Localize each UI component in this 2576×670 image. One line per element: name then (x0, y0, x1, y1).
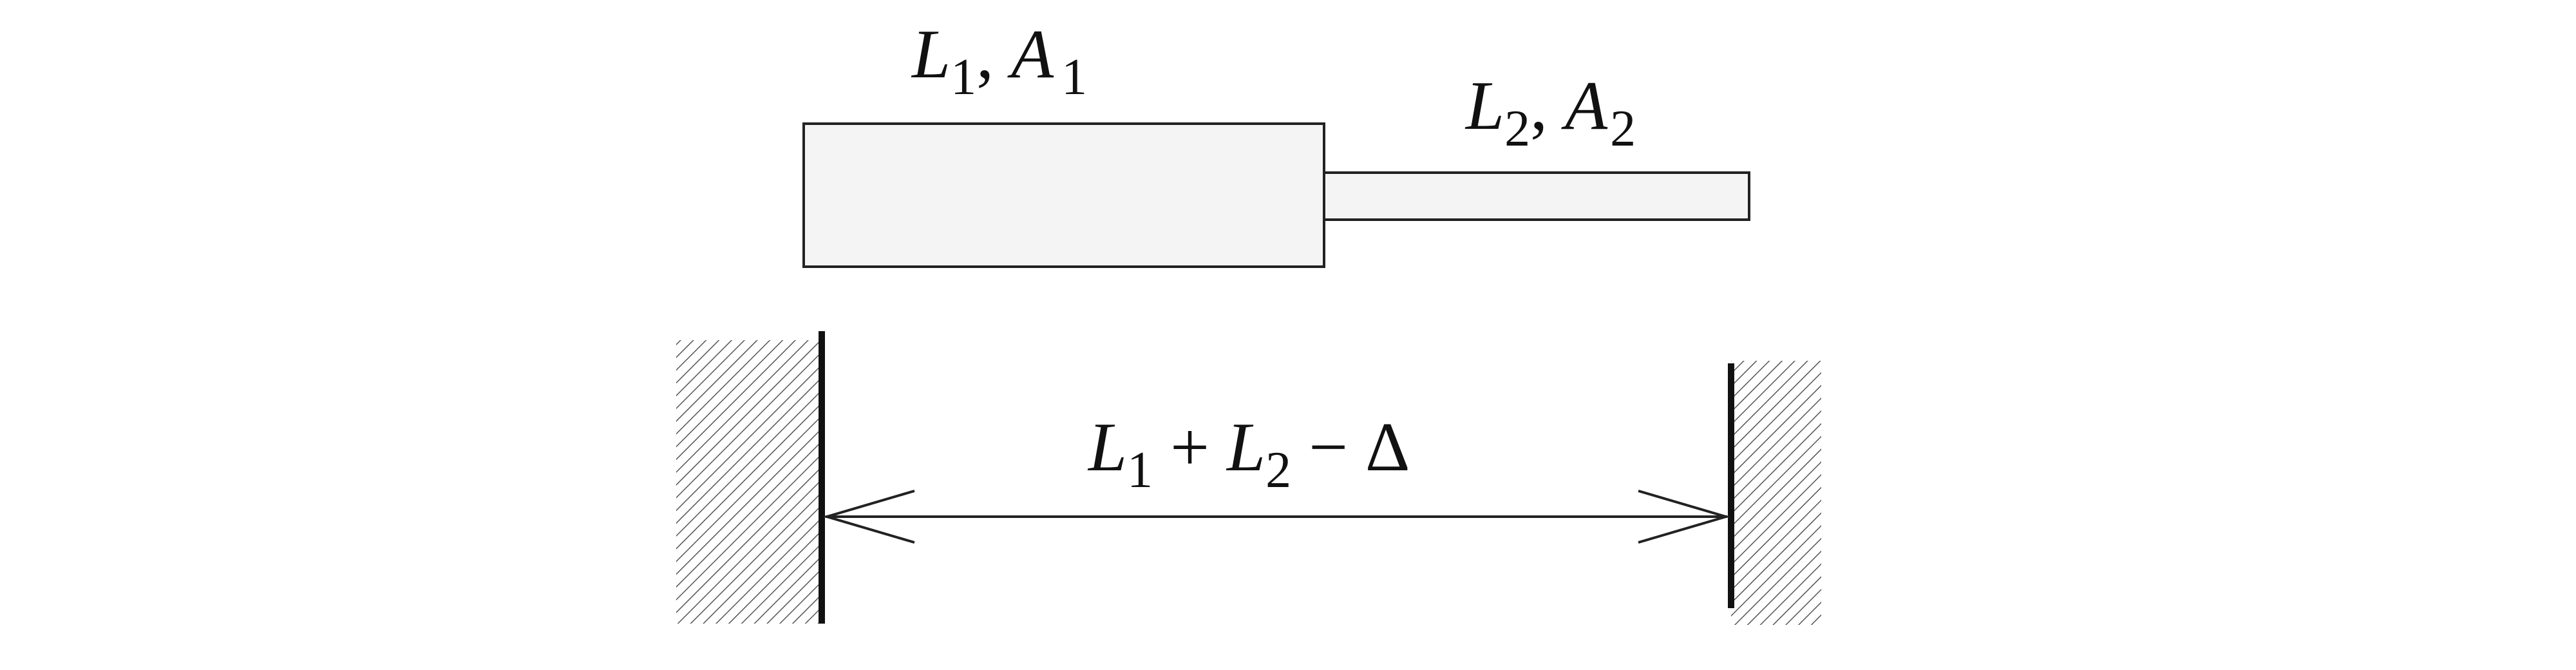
bar1-length-subscript: 1 (951, 49, 976, 106)
gap-term2-symbol: L (1226, 409, 1265, 486)
bar1-length-symbol: L (911, 16, 951, 93)
bar-segment-2 (1323, 171, 1750, 221)
bar1-separator: , (976, 16, 1011, 93)
bar2-separator: , (1530, 68, 1565, 144)
gap-delta: Δ (1365, 409, 1410, 486)
right-wall-hatching (1731, 361, 1821, 625)
left-wall (676, 331, 825, 624)
bar1-area-symbol: A (1007, 16, 1054, 93)
bar2-length-subscript: 2 (1504, 100, 1530, 157)
right-wall (1728, 361, 1821, 625)
bar2-label: L2, A2 (1464, 68, 1636, 157)
left-wall-hatching (676, 340, 822, 624)
gap-term1-symbol: L (1087, 409, 1127, 486)
bar2-length-symbol: L (1464, 68, 1504, 144)
gap-plus: + (1153, 409, 1227, 486)
bar2-area-symbol: A (1561, 68, 1608, 144)
gap-term1-subscript: 1 (1127, 442, 1153, 499)
gap-term2-subscript: 2 (1265, 442, 1291, 499)
bar2-area-subscript: 2 (1610, 100, 1636, 157)
right-arrowhead (1638, 490, 1731, 544)
gap-label: L1 + L2 − Δ (1087, 409, 1410, 499)
gap-minus: − (1291, 409, 1365, 486)
left-arrowhead (822, 490, 915, 544)
bar-segment-1 (802, 122, 1325, 268)
bar1-area-subscript: 1 (1061, 49, 1087, 106)
gap-dimension (822, 490, 1731, 544)
